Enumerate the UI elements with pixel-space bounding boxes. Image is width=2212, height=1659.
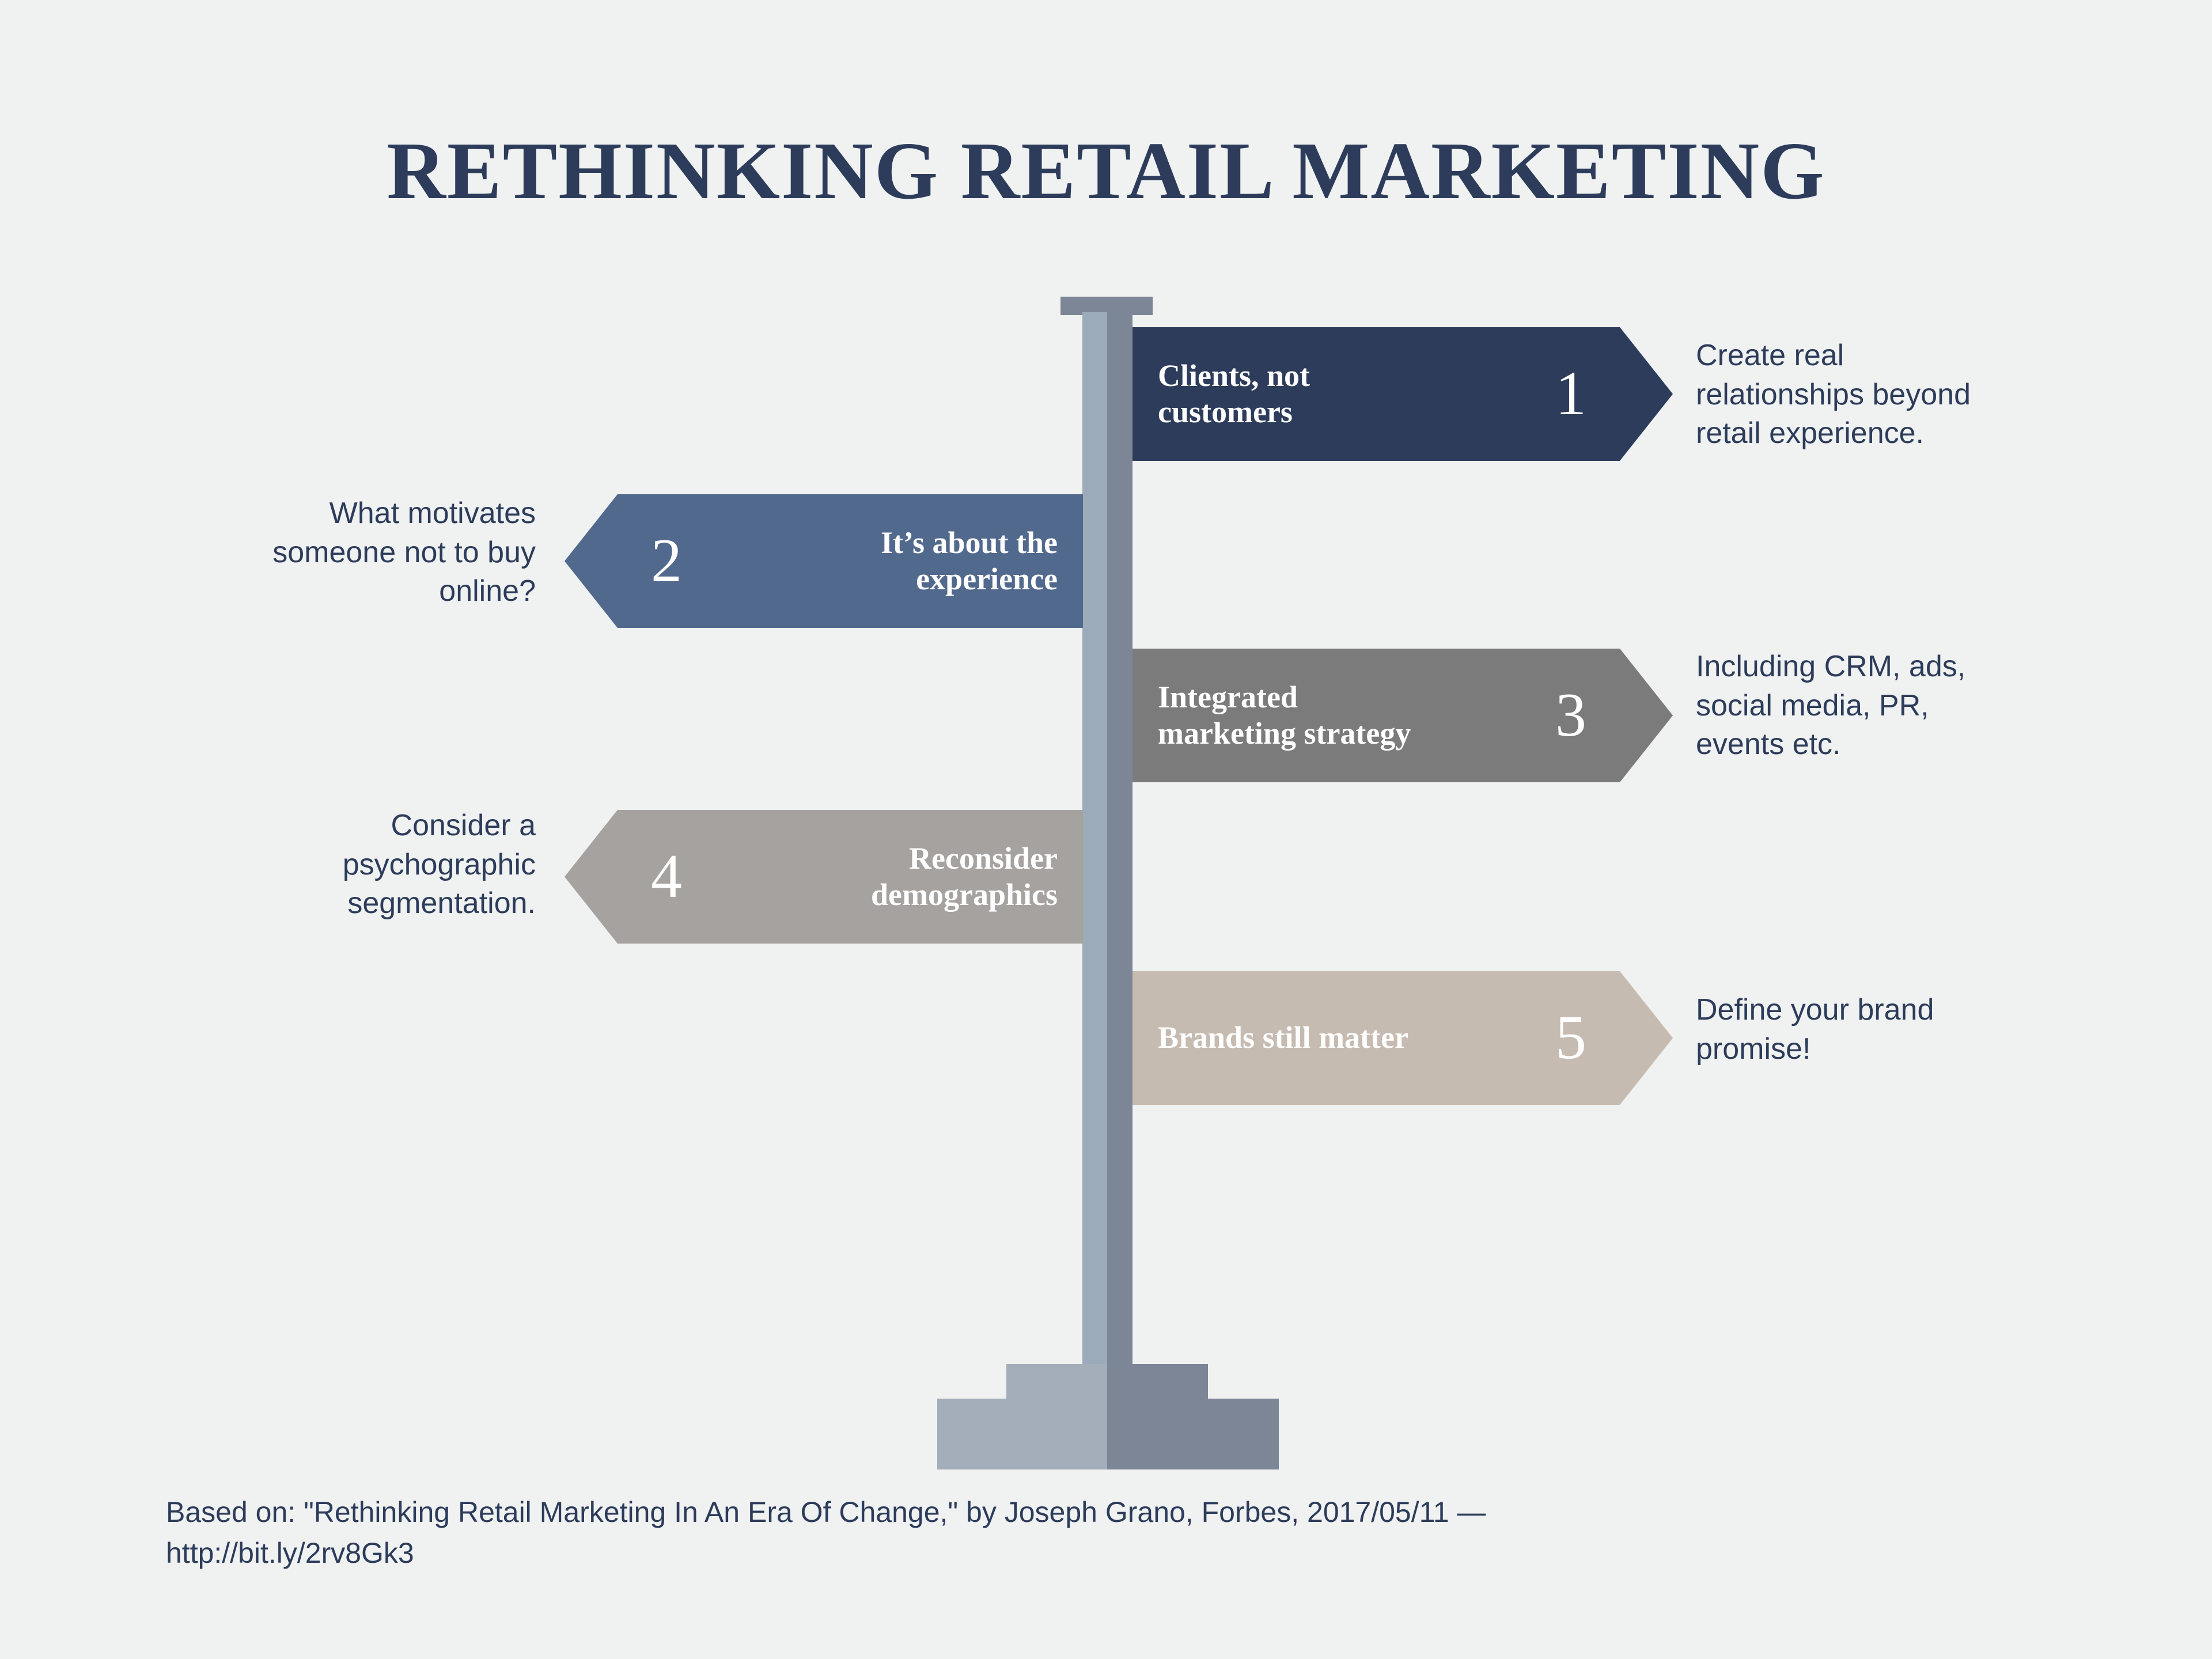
sign-label-5: Brands still matter [1158,1020,1408,1055]
sign-board-5[interactable]: Brands still matter 5 [1132,971,1673,1105]
sign-description-1: Create real relationships beyond retail … [1696,339,1971,450]
signpost-base-upper-right [1107,1364,1208,1400]
sign-description-3: Including CRM, ads, social media, PR, ev… [1696,650,1966,762]
signpost-pole-dark [1107,312,1132,1394]
sign-board-4[interactable]: 4 Reconsider demographics [565,810,1083,944]
sign-board-3[interactable]: Integrated marketing strategy 3 [1132,649,1673,782]
sign-number-1: 1 [1555,359,1586,428]
sign-label-1: Clients, not customers [1158,358,1310,429]
page-title: RETHINKING RETAIL MARKETING [387,125,1825,216]
signpost-pole-light [1082,312,1107,1394]
sign-label-2: It’s about the experience [880,525,1058,596]
signpost-base-upper-left [1006,1364,1107,1400]
sign-number-5: 5 [1555,1003,1586,1072]
sign-board-2[interactable]: 2 It’s about the experience [565,494,1083,628]
sign-number-3: 3 [1555,681,1586,749]
sign-description-2: What motivates someone not to buy online… [272,497,536,608]
sign-label-3: Integrated marketing strategy [1158,679,1411,751]
signpost-base-lower-right [1107,1399,1279,1469]
sign-number-4: 4 [651,842,682,911]
sign-label-4: Reconsider demographics [871,840,1058,912]
sign-number-2: 2 [651,527,682,595]
source-attribution: Based on: "Rethinking Retail Marketing I… [166,1496,1486,1569]
sign-description-4: Consider a psychographic segmentation. [342,809,536,921]
sign-board-1[interactable]: Clients, not customers 1 [1132,327,1673,461]
sign-description-5: Define your brand promise! [1696,993,1934,1066]
signpost-base-lower-left [937,1399,1107,1469]
signpost-cap [1060,297,1153,315]
